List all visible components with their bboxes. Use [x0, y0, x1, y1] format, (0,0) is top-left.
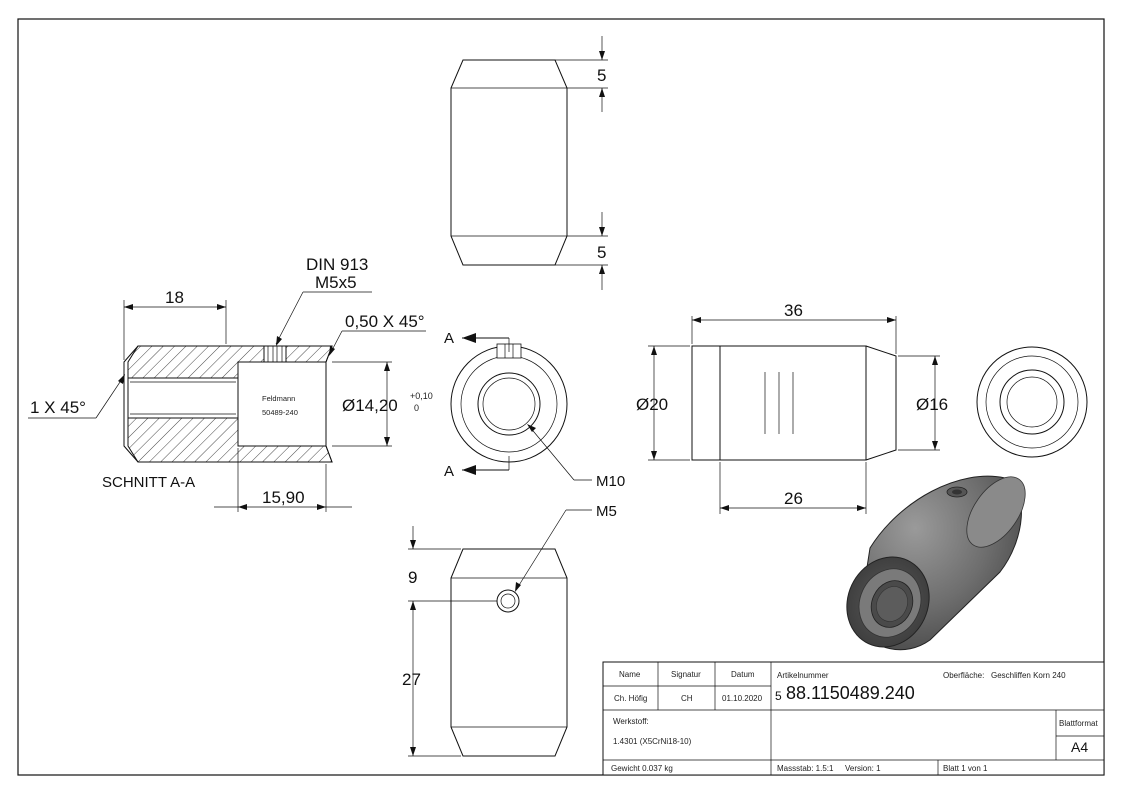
massstab-value: Massstab: 1.5:1: [777, 764, 834, 773]
tolerance-upper: +0,10: [410, 391, 433, 401]
cut-label-bottom: A: [444, 463, 454, 480]
oberflaeche-value: Geschliffen Korn 240: [991, 671, 1066, 680]
sheet-border: [17, 18, 1105, 776]
dim-end-diameter: Ø16: [916, 395, 948, 414]
dim-overall-36: 36: [784, 301, 803, 320]
datum-value: 01.10.2020: [722, 694, 763, 703]
dim-outer-diameter: Ø20: [636, 395, 668, 414]
section-view: Feldmann 50489-240 18 DIN 913 M5x5 0,50 …: [28, 255, 433, 512]
side-view: 36 Ø20 Ø16 26: [636, 301, 948, 514]
version-value: Version: 1: [845, 764, 881, 773]
blattformat-value: A4: [1071, 739, 1088, 755]
oberflaeche-label: Oberfläche:: [943, 671, 984, 680]
top-view: 5 5: [450, 36, 608, 290]
werkstoff-label: Werkstoff:: [613, 717, 649, 726]
dim-9: 9: [408, 568, 417, 587]
section-title: SCHNITT A-A: [102, 474, 195, 491]
header-datum: Datum: [731, 670, 755, 679]
end-view: A A M10: [444, 330, 625, 490]
engraving-line-1: Feldmann: [262, 394, 295, 403]
isometric-render: [846, 475, 1026, 651]
thread-label-m10: M10: [596, 473, 625, 490]
din-913-label: DIN 913: [306, 255, 368, 274]
artikelnummer-value: 88.1150489.240: [786, 683, 915, 703]
header-name: Name: [619, 670, 641, 679]
blattformat-label: Blattformat: [1059, 719, 1098, 728]
din-screw-label: M5x5: [315, 273, 357, 292]
header-signatur: Signatur: [671, 670, 701, 679]
artikelnummer-prefix: 5: [775, 689, 782, 703]
chamfer-right-label: 0,50 X 45°: [345, 312, 425, 331]
name-value: Ch. Höfig: [614, 694, 647, 703]
cut-label-top: A: [444, 330, 454, 347]
dim-bore-depth: 15,90: [262, 488, 305, 507]
dim-27: 27: [402, 670, 421, 689]
thread-label-m5: M5: [596, 503, 617, 520]
dim-length-18: 18: [165, 288, 184, 307]
title-block: Name Signatur Datum Ch. Höfig CH 01.10.2…: [602, 661, 1105, 776]
blatt-value: Blatt 1 von 1: [943, 764, 988, 773]
dim-diameter-14-20: Ø14,20: [342, 396, 398, 415]
engraving-line-2: 50489-240: [262, 408, 298, 417]
tolerance-lower: 0: [414, 403, 419, 413]
artikelnummer-label: Artikelnummer: [777, 671, 829, 680]
right-end-view: [976, 346, 1088, 458]
chamfer-left-label: 1 X 45°: [30, 398, 86, 417]
signatur-value: CH: [681, 694, 693, 703]
dim-bottom-5: 5: [597, 243, 606, 262]
lower-view: 9 27 M5: [402, 503, 617, 757]
dim-cyl-length-26: 26: [784, 489, 803, 508]
dim-top-5: 5: [597, 66, 606, 85]
werkstoff-value: 1.4301 (X5CrNi18-10): [613, 737, 692, 746]
gewicht-value: Gewicht 0.037 kg: [611, 764, 673, 773]
